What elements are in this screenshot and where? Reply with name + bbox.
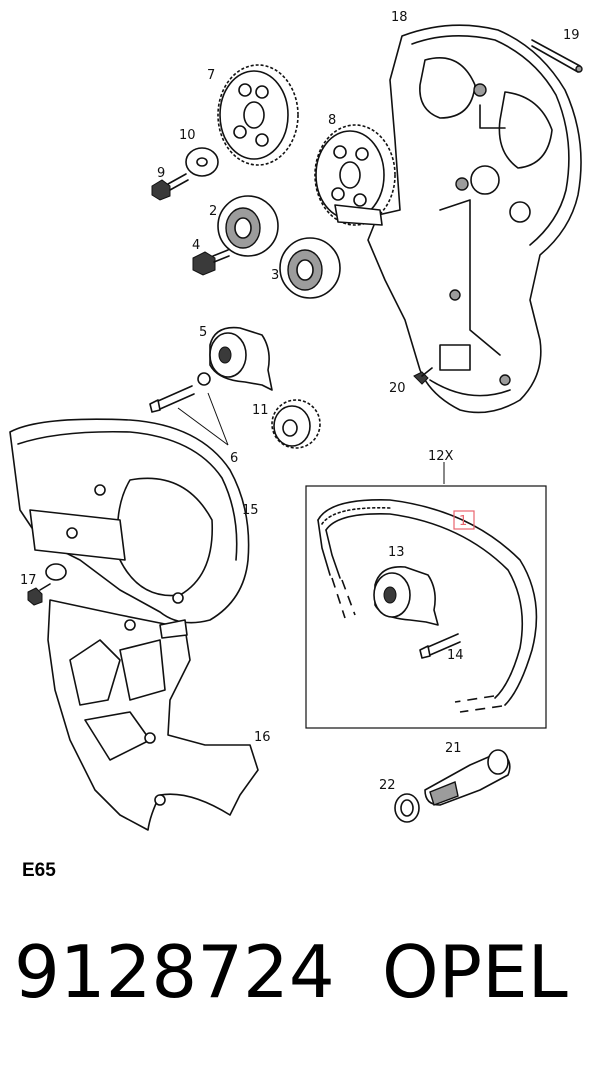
callout-6: 6 bbox=[230, 451, 238, 466]
seal-22 bbox=[394, 793, 420, 823]
bolt-20 bbox=[413, 367, 433, 385]
camshaft-sprocket-7 bbox=[217, 64, 299, 166]
callout-18: 18 bbox=[391, 10, 408, 25]
callout-1: 1 bbox=[459, 514, 467, 529]
crank-sprocket-11 bbox=[271, 399, 321, 449]
pulley-3 bbox=[279, 237, 341, 299]
callout-17: 17 bbox=[20, 573, 37, 588]
callout-20: 20 bbox=[389, 381, 406, 396]
sensor-21 bbox=[424, 749, 511, 806]
callout-11: 11 bbox=[252, 403, 269, 418]
callout-8: 8 bbox=[328, 113, 336, 128]
bolt-4 bbox=[192, 249, 230, 276]
rear-timing-cover bbox=[367, 24, 582, 414]
callout-21: 21 bbox=[445, 741, 462, 756]
callout-3: 3 bbox=[271, 268, 279, 283]
belt-kit-box bbox=[305, 462, 547, 729]
rod bbox=[531, 39, 583, 73]
callout-12x: 12X bbox=[428, 449, 454, 464]
pulley-2 bbox=[217, 195, 279, 257]
front-cover-lower bbox=[47, 599, 259, 831]
callout-13: 13 bbox=[388, 545, 405, 560]
diagram-code: E65 bbox=[22, 860, 56, 881]
bolt-17 bbox=[27, 563, 67, 606]
callout-16: 16 bbox=[254, 730, 271, 745]
bolt-9 bbox=[151, 173, 189, 201]
tensioner-5 bbox=[209, 326, 273, 391]
exploded-parts-diagram: 1 2 3 4 5 6 7 8 9 10 11 12X 13 14 15 16 … bbox=[9, 10, 583, 831]
callout-22: 22 bbox=[379, 778, 396, 793]
callout-7: 7 bbox=[207, 68, 215, 83]
callout-14: 14 bbox=[447, 648, 464, 663]
callout-5: 5 bbox=[199, 325, 207, 340]
bolt-6 bbox=[149, 372, 229, 446]
callout-19: 19 bbox=[563, 28, 580, 43]
washer bbox=[185, 147, 219, 177]
callout-10: 10 bbox=[179, 128, 196, 143]
part-number: 9128724 bbox=[14, 930, 335, 1014]
callout-9: 9 bbox=[157, 166, 165, 181]
callout-4: 4 bbox=[192, 238, 200, 253]
front-cover-upper bbox=[9, 418, 250, 624]
callout-2: 2 bbox=[209, 204, 217, 219]
callout-1-highlight-box bbox=[453, 510, 475, 530]
camshaft-sprocket-8 bbox=[314, 124, 396, 226]
callout-15: 15 bbox=[242, 503, 259, 518]
brand-name: OPEL bbox=[382, 930, 568, 1014]
